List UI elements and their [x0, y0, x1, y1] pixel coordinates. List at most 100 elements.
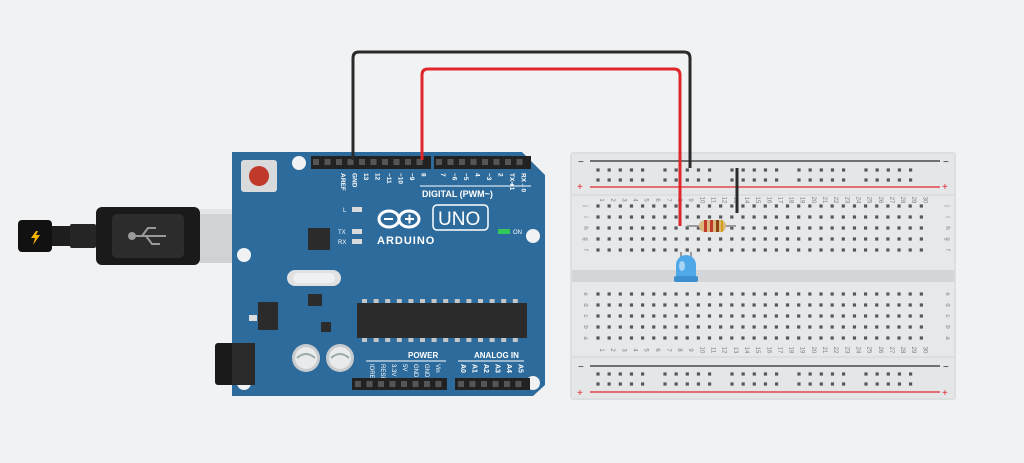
breadboard-hole[interactable] [707, 215, 712, 219]
reset-button[interactable] [241, 160, 277, 192]
breadboard-hole[interactable] [797, 204, 801, 208]
breadboard-hole[interactable] [752, 178, 756, 182]
breadboard-hole[interactable] [652, 248, 656, 252]
breadboard-hole[interactable] [618, 204, 622, 208]
breadboard-hole[interactable] [618, 382, 622, 386]
breadboard-hole[interactable] [842, 372, 846, 376]
breadboard-hole[interactable] [886, 178, 890, 182]
breadboard-hole[interactable] [808, 226, 812, 230]
breadboard-hole[interactable] [774, 325, 778, 329]
header-socket[interactable] [355, 381, 361, 387]
breadboard-hole[interactable] [641, 325, 645, 329]
breadboard-hole[interactable] [696, 226, 700, 230]
breadboard-hole[interactable] [685, 237, 689, 241]
breadboard-hole[interactable] [852, 237, 857, 241]
breadboard-hole[interactable] [797, 226, 801, 230]
breadboard-hole[interactable] [830, 303, 834, 307]
breadboard-hole[interactable] [685, 168, 689, 172]
breadboard-hole[interactable] [908, 303, 912, 307]
breadboard-hole[interactable] [908, 226, 912, 230]
breadboard-hole[interactable] [852, 226, 857, 230]
breadboard-hole[interactable] [596, 382, 600, 386]
breadboard-hole[interactable] [808, 382, 812, 386]
breadboard-hole[interactable] [797, 303, 801, 307]
breadboard-hole[interactable] [752, 292, 756, 296]
breadboard-hole[interactable] [864, 292, 868, 296]
pin8-wire[interactable] [420, 67, 682, 226]
header-socket[interactable] [405, 159, 411, 165]
breadboard-hole[interactable] [752, 382, 756, 386]
breadboard-hole[interactable] [919, 314, 923, 318]
breadboard-hole[interactable] [618, 178, 622, 182]
breadboard-hole[interactable] [864, 372, 868, 376]
breadboard-hole[interactable] [909, 168, 913, 172]
breadboard-hole[interactable] [875, 168, 879, 172]
breadboard-hole[interactable] [909, 372, 913, 376]
breadboard-hole[interactable] [919, 292, 923, 296]
breadboard-hole[interactable] [674, 325, 678, 329]
breadboard-hole[interactable] [752, 237, 756, 241]
breadboard-hole[interactable] [629, 237, 634, 241]
breadboard-hole[interactable] [797, 292, 801, 296]
breadboard-hole[interactable] [596, 215, 600, 219]
header-socket[interactable] [458, 381, 464, 387]
breadboard-hole[interactable] [774, 292, 778, 296]
breadboard-hole[interactable] [629, 248, 634, 252]
breadboard-hole[interactable] [864, 237, 868, 241]
breadboard-hole[interactable] [830, 292, 834, 296]
breadboard-hole[interactable] [763, 215, 767, 219]
breadboard-hole[interactable] [774, 226, 778, 230]
breadboard-hole[interactable] [875, 204, 879, 208]
breadboard-hole[interactable] [674, 372, 678, 376]
breadboard-hole[interactable] [763, 237, 767, 241]
breadboard-hole[interactable] [908, 336, 912, 340]
breadboard-hole[interactable] [819, 248, 823, 252]
breadboard-hole[interactable] [763, 178, 768, 182]
breadboard-hole[interactable] [875, 303, 879, 307]
breadboard-hole[interactable] [629, 336, 634, 340]
breadboard-hole[interactable] [741, 226, 745, 230]
breadboard-hole[interactable] [819, 215, 823, 219]
header-socket[interactable] [336, 159, 342, 165]
header-socket[interactable] [482, 159, 488, 165]
breadboard-hole[interactable] [830, 204, 834, 208]
breadboard-hole[interactable] [752, 215, 756, 219]
led[interactable] [674, 252, 698, 282]
breadboard-hole[interactable] [741, 215, 745, 219]
breadboard-hole[interactable] [596, 325, 600, 329]
breadboard-hole[interactable] [886, 372, 890, 376]
breadboard-hole[interactable] [618, 248, 622, 252]
breadboard-hole[interactable] [652, 303, 656, 307]
breadboard-hole[interactable] [819, 237, 823, 241]
breadboard-hole[interactable] [741, 178, 745, 182]
breadboard-hole[interactable] [785, 314, 790, 318]
breadboard-hole[interactable] [685, 372, 689, 376]
breadboard-hole[interactable] [808, 178, 812, 182]
breadboard-hole[interactable] [819, 178, 823, 182]
breadboard-hole[interactable] [819, 336, 823, 340]
breadboard-hole[interactable] [875, 215, 879, 219]
breadboard-hole[interactable] [864, 178, 868, 182]
breadboard-hole[interactable] [652, 336, 656, 340]
breadboard-hole[interactable] [629, 372, 634, 376]
breadboard-hole[interactable] [785, 226, 790, 230]
breadboard-hole[interactable] [841, 325, 845, 329]
breadboard-hole[interactable] [842, 168, 846, 172]
breadboard-hole[interactable] [596, 237, 600, 241]
header-socket[interactable] [393, 159, 400, 165]
breadboard-hole[interactable] [875, 372, 879, 376]
header-socket[interactable] [492, 381, 499, 387]
header-socket[interactable] [504, 381, 510, 387]
breadboard-hole[interactable] [696, 303, 700, 307]
breadboard-hole[interactable] [607, 178, 611, 182]
breadboard-hole[interactable] [797, 178, 801, 182]
breadboard-hole[interactable] [841, 314, 845, 318]
breadboard-hole[interactable] [663, 204, 667, 208]
breadboard-hole[interactable] [663, 226, 667, 230]
header-socket[interactable] [469, 381, 476, 387]
breadboard-hole[interactable] [752, 248, 756, 252]
breadboard-hole[interactable] [708, 168, 712, 172]
breadboard-hole[interactable] [808, 215, 812, 219]
breadboard-hole[interactable] [741, 303, 745, 307]
header-socket[interactable] [378, 381, 384, 387]
